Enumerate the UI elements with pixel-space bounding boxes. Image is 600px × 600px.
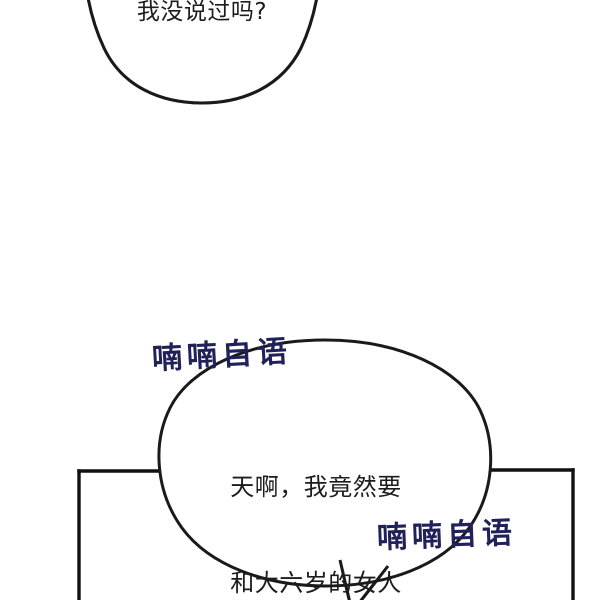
top-bubble-dialogue: 我没说过吗? xyxy=(136,0,268,25)
main-bubble-line-1: 天啊，我竟然要 xyxy=(230,472,402,501)
muttering-annotation-upper: 喃喃自语 xyxy=(151,334,293,377)
main-bubble-tail-edge-left xyxy=(338,559,351,600)
main-speech-bubble xyxy=(157,338,493,588)
main-bubble-line-2: 和大六岁的女人 xyxy=(230,568,402,597)
main-bubble-tail-edge-right xyxy=(359,565,390,600)
top-speech-bubble xyxy=(86,0,318,105)
main-bubble-dialogue: 天啊，我竟然要 和大六岁的女人 结婚 xyxy=(196,408,436,600)
muttering-annotation-lower: 喃喃自语 xyxy=(376,515,518,556)
